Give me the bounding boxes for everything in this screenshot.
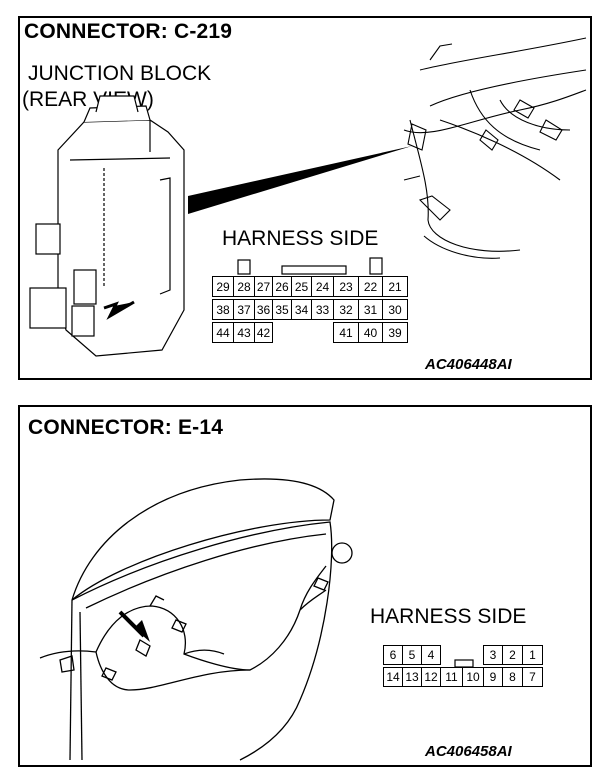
- pin-cell: 12: [421, 667, 441, 687]
- pin-cell: 21: [382, 276, 408, 297]
- pin-cell: 42: [254, 322, 273, 343]
- pin-cell: 10: [462, 667, 484, 687]
- pin-cell: 26: [272, 276, 292, 297]
- pin-cell: 24: [311, 276, 334, 297]
- pin-cell: 13: [402, 667, 422, 687]
- pin-cell: 2: [502, 645, 523, 665]
- pin-cell: 30: [382, 299, 408, 320]
- pin-cell: 9: [483, 667, 503, 687]
- harness-side-label-e14: HARNESS SIDE: [370, 605, 527, 628]
- pin-cell: 7: [522, 667, 543, 687]
- pin-cell: 35: [272, 299, 292, 320]
- pin-cell: 1: [522, 645, 543, 665]
- pin-cell: 8: [502, 667, 523, 687]
- connector-e14-title: CONNECTOR: E-14: [28, 416, 224, 439]
- connector-e14-panel: [18, 405, 592, 767]
- pin-cell: 5: [402, 645, 422, 665]
- pin-cell: 22: [358, 276, 383, 297]
- pin-cell: 37: [233, 299, 255, 320]
- pin-cell: 25: [291, 276, 312, 297]
- junction-block-label: JUNCTION BLOCK: [28, 62, 212, 85]
- pin-cell: 14: [383, 667, 403, 687]
- pin-cell: 11: [440, 667, 463, 687]
- pin-cell: 44: [212, 322, 234, 343]
- pin-cell: 3: [483, 645, 503, 665]
- figure-code-c219: AC406448AI: [425, 356, 512, 373]
- pin-cell: 43: [233, 322, 255, 343]
- pin-cell: 41: [333, 322, 359, 343]
- pin-cell: 4: [421, 645, 441, 665]
- pin-cell: 32: [333, 299, 359, 320]
- connector-c219-title: CONNECTOR: C-219: [24, 20, 233, 43]
- harness-side-label-c219: HARNESS SIDE: [222, 227, 379, 250]
- pin-cell: 6: [383, 645, 403, 665]
- pin-cell: 36: [254, 299, 273, 320]
- pin-cell: 28: [233, 276, 255, 297]
- pin-cell: 23: [333, 276, 359, 297]
- figure-code-e14: AC406458AI: [425, 743, 512, 760]
- pin-cell: 39: [382, 322, 408, 343]
